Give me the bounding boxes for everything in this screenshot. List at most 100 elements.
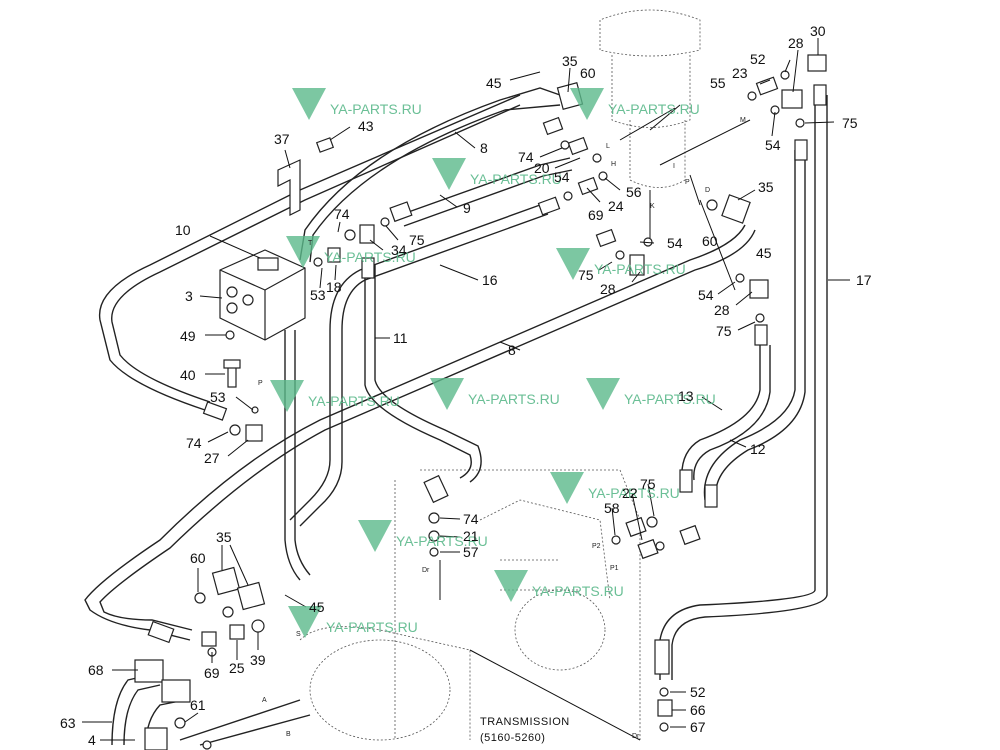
part-callout: 28: [714, 302, 730, 318]
hose-lines: [84, 87, 828, 746]
part-callout: 17: [856, 272, 872, 288]
port-label: M: [740, 117, 746, 124]
port-label: H: [611, 161, 616, 168]
part-callout: 69: [588, 207, 604, 223]
watermark-text: YA-PARTS.RU: [324, 249, 416, 265]
part-callout: 74: [463, 511, 479, 527]
part-callout: 49: [180, 328, 196, 344]
part-callout: 75: [640, 476, 656, 492]
part-callout: 52: [750, 51, 766, 67]
watermark-text: YA-PARTS.RU: [396, 533, 488, 549]
part-callout: 75: [578, 267, 594, 283]
part-callout: 21: [463, 528, 479, 544]
leader-lines: [82, 38, 850, 741]
part-callout: 55: [710, 75, 726, 91]
part-callout: 61: [190, 697, 206, 713]
part-callout: 25: [229, 660, 245, 676]
part-callout: 56: [626, 184, 642, 200]
part-callout: 54: [554, 169, 570, 185]
part-callout: 54: [698, 287, 714, 303]
part-callout: 53: [210, 389, 226, 405]
part-callout: 68: [88, 662, 104, 678]
part-callout: 35: [758, 179, 774, 195]
part-callout: 58: [604, 500, 620, 516]
part-callout: 45: [309, 599, 325, 615]
port-label: I: [673, 163, 675, 170]
watermark-text: YA-PARTS.RU: [588, 485, 680, 501]
part-callout: 69: [204, 665, 220, 681]
part-callout: 67: [690, 719, 706, 735]
port-label: T: [308, 240, 313, 247]
part-callout: 52: [690, 684, 706, 700]
part-callout: 75: [409, 232, 425, 248]
part-callout: 27: [204, 450, 220, 466]
watermark-text: YA-PARTS.RU: [532, 583, 624, 599]
part-callouts: 30 52 28 35 60 45 23 55 75 54 43 37 8 74…: [60, 23, 872, 748]
part-callout: 66: [690, 702, 706, 718]
assembly-code: (5160-5260): [480, 732, 545, 744]
part-callout: 23: [732, 65, 748, 81]
watermark-text: YA-PARTS.RU: [470, 171, 562, 187]
port-label: Dr: [422, 567, 430, 574]
part-callout: 18: [326, 279, 342, 295]
part-callout: 10: [175, 222, 191, 238]
part-callout: 37: [274, 131, 290, 147]
port-label: D: [705, 187, 710, 194]
equipment-sketch: [299, 9, 701, 741]
part-callout: 60: [702, 233, 718, 249]
part-callout: 45: [756, 245, 772, 261]
part-callout: 39: [250, 652, 266, 668]
watermark-text: YA-PARTS.RU: [608, 101, 700, 117]
port-label: P1: [610, 565, 619, 572]
part-callout: 35: [216, 529, 232, 545]
part-callout: 34: [391, 242, 407, 258]
part-callout: 35: [562, 53, 578, 69]
part-callout: 20: [534, 160, 550, 176]
part-callout: 24: [608, 198, 624, 214]
part-callout: 13: [678, 388, 694, 404]
part-callout: 28: [788, 35, 804, 51]
watermark-text: YA-PARTS.RU: [624, 391, 716, 407]
port-label: P: [258, 380, 263, 387]
watermark-text: YA-PARTS.RU: [308, 393, 400, 409]
part-callout: 3: [185, 288, 193, 304]
port-label: P: [685, 179, 690, 186]
port-label: L: [606, 143, 610, 150]
assembly-title: TRANSMISSION: [480, 716, 570, 728]
port-label: S: [296, 631, 301, 638]
port-labels: L H M P D K T P P2 P1 Dr S A B Dr I: [258, 117, 746, 740]
part-callout: 45: [486, 75, 502, 91]
part-callout: 63: [60, 715, 76, 731]
part-callout: 30: [810, 23, 826, 39]
part-callout: 4: [88, 732, 96, 748]
port-label: P2: [592, 543, 601, 550]
bracket: [277, 159, 301, 216]
part-callout: 22: [622, 485, 638, 501]
part-callout: 74: [334, 206, 350, 222]
part-callout: 54: [765, 137, 781, 153]
part-callout: 75: [842, 115, 858, 131]
port-label: B: [286, 731, 291, 738]
port-label: A: [262, 697, 267, 704]
part-callout: 40: [180, 367, 196, 383]
part-callout: 60: [190, 550, 206, 566]
part-callout: 53: [310, 287, 326, 303]
watermarks: YA-PARTS.RU YA-PARTS.RU YA-PARTS.RU YA-P…: [270, 88, 716, 638]
part-callout: 12: [750, 441, 766, 457]
watermark-text: YA-PARTS.RU: [326, 619, 418, 635]
port-label: K: [650, 203, 655, 210]
part-callout: 9: [463, 200, 471, 216]
part-callout: 57: [463, 544, 479, 560]
part-callout: 54: [667, 235, 683, 251]
port-label: Dr: [632, 733, 640, 740]
part-callout: 75: [716, 323, 732, 339]
part-callout: 74: [518, 149, 534, 165]
part-callout: 43: [358, 118, 374, 134]
part-callout: 11: [393, 330, 408, 346]
watermark-text: YA-PARTS.RU: [468, 391, 560, 407]
part-callout: 8: [508, 342, 516, 358]
part-callout: 16: [482, 272, 498, 288]
part-callout: 8: [480, 140, 488, 156]
valve-block: [219, 249, 306, 341]
